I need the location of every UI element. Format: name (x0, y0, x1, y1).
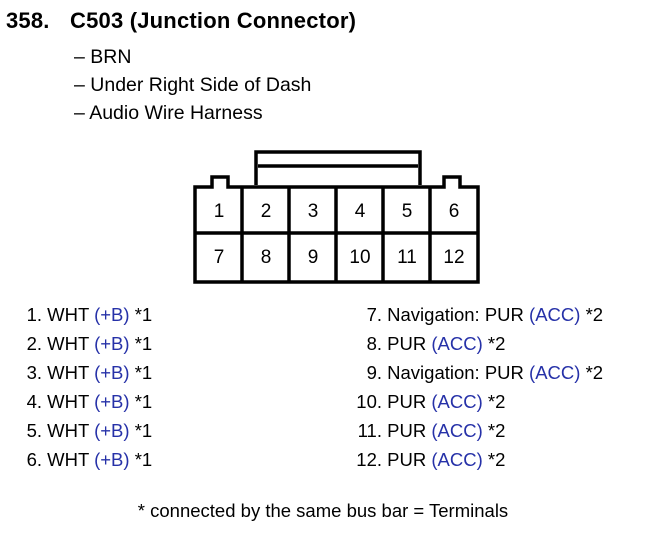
pin-busbar-mark: *2 (487, 420, 506, 441)
pin-signal: (+B) (94, 333, 130, 354)
pin-entry: 1. WHT (+B) *1 (8, 304, 153, 326)
pin-entry: 4. WHT (+B) *1 (8, 391, 153, 413)
cavity-label: 12 (443, 247, 464, 268)
cavity-label: 1 (214, 201, 225, 222)
pin-signal: (ACC) (529, 362, 581, 383)
pin-entry: 8. PUR (ACC) *2 (8, 333, 506, 355)
cavity-label: 8 (261, 247, 272, 268)
pin-wire: WHT (47, 304, 89, 325)
pin-number: 7. (366, 304, 382, 325)
pin-entry: 7. Navigation: PUR (ACC) *2 (8, 304, 604, 326)
pin-signal: (+B) (94, 449, 130, 470)
detail-harness: Audio Wire Harness (74, 99, 311, 127)
pin-busbar-mark: *2 (585, 362, 604, 383)
pin-signal: (ACC) (431, 449, 483, 470)
pin-busbar-mark: *1 (134, 391, 153, 412)
pin-wire: WHT (47, 391, 89, 412)
pin-entry: 5. WHT (+B) *1 (8, 420, 153, 442)
cavity-label: 11 (397, 247, 417, 268)
pin-signal: (+B) (94, 304, 130, 325)
pin-wire: Navigation: PUR (387, 304, 524, 325)
pin-signal: (ACC) (431, 391, 483, 412)
cavity-label: 2 (261, 201, 272, 222)
pin-entry: 12. PUR (ACC) *2 (8, 449, 505, 471)
pin-wire: PUR (387, 449, 427, 470)
pin-number: 6. (26, 449, 42, 470)
pin-signal: (ACC) (431, 420, 483, 441)
cavity-label: 5 (402, 201, 413, 222)
connector-index: 358. (6, 8, 50, 33)
pin-busbar-mark: *2 (487, 333, 506, 354)
pin-number: 10. (356, 391, 382, 412)
pin-wire: PUR (387, 333, 427, 354)
detail-color: BRN (74, 43, 311, 71)
pin-entry: 9. Navigation: PUR (ACC) *2 (8, 362, 604, 384)
pin-entry: 10. PUR (ACC) *2 (8, 391, 505, 413)
pin-wire: WHT (47, 333, 89, 354)
pin-wire: PUR (387, 420, 427, 441)
pin-busbar-mark: *2 (487, 449, 506, 470)
pin-number: 5. (26, 420, 42, 441)
pin-number: 9. (366, 362, 382, 383)
pin-busbar-mark: *1 (134, 420, 153, 441)
pin-signal: (ACC) (529, 304, 581, 325)
pin-wire: WHT (47, 362, 89, 383)
pin-number: 1. (26, 304, 42, 325)
pin-number: 4. (26, 391, 42, 412)
pin-number: 2. (26, 333, 42, 354)
pin-signal: (+B) (94, 362, 130, 383)
cavity-label: 3 (308, 201, 319, 222)
pin-signal: (+B) (94, 391, 130, 412)
cavity-label: 7 (214, 247, 225, 268)
pin-busbar-mark: *2 (487, 391, 506, 412)
cavity-label: 10 (349, 247, 370, 268)
pin-busbar-mark: *1 (134, 333, 153, 354)
connector-details: BRN Under Right Side of Dash Audio Wire … (74, 43, 311, 127)
pin-number: 11. (357, 420, 382, 441)
pin-entry: 6. WHT (+B) *1 (8, 449, 153, 471)
pin-busbar-mark: *1 (134, 304, 153, 325)
connector-face-diagram: 1 2 3 4 5 6 7 8 9 10 11 12 (193, 150, 480, 284)
pin-number: 3. (26, 362, 42, 383)
page-title: 358. C503 (Junction Connector) (6, 8, 356, 34)
connector-housing (193, 175, 480, 284)
pin-wire: Navigation: PUR (387, 362, 524, 383)
connector-lock-tab (254, 150, 422, 185)
pin-wire: PUR (387, 391, 427, 412)
cavity-label: 9 (308, 247, 319, 268)
pin-entry: 3. WHT (+B) *1 (8, 362, 153, 384)
pin-wire: WHT (47, 449, 89, 470)
cavity-label: 6 (449, 201, 460, 222)
pin-signal: (ACC) (431, 333, 483, 354)
pin-busbar-mark: *2 (585, 304, 604, 325)
cavity-label: 4 (355, 201, 366, 222)
pin-entry: 2. WHT (+B) *1 (8, 333, 153, 355)
connector-name: C503 (Junction Connector) (70, 8, 357, 33)
pin-number: 8. (366, 333, 382, 354)
pin-busbar-mark: *1 (134, 449, 153, 470)
detail-location: Under Right Side of Dash (74, 71, 311, 99)
busbar-footnote: * connected by the same bus bar = Termin… (137, 500, 509, 521)
pin-number: 12. (356, 449, 382, 470)
pin-busbar-mark: *1 (134, 362, 153, 383)
pin-entry: 11. PUR (ACC) *2 (8, 420, 506, 442)
pin-signal: (+B) (94, 420, 130, 441)
pin-wire: WHT (47, 420, 89, 441)
